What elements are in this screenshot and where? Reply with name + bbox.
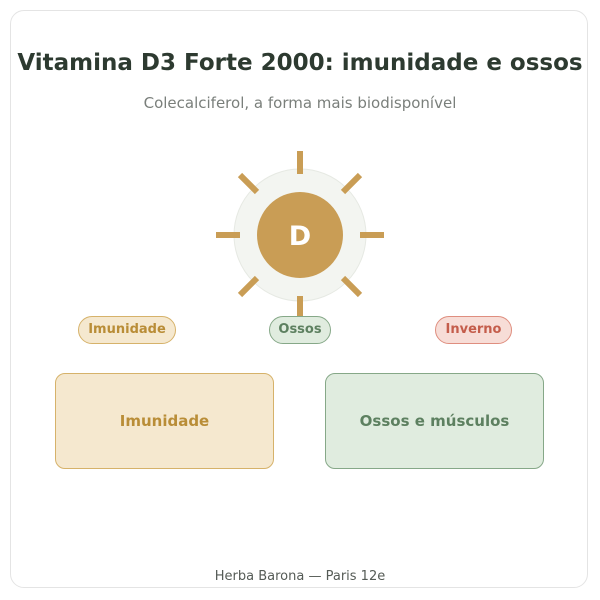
benefit-panel-label: Imunidade [119,412,210,430]
benefit-panel-imunidade: Imunidade [55,373,274,469]
sun-ray [237,275,260,298]
tag-ossos: Ossos [269,316,331,344]
sun-core [257,192,343,278]
benefit-panel-label: Ossos e músculos [359,412,510,430]
sun-rays [216,151,384,319]
sun-ray [340,172,363,195]
benefit-panel-ossos-musculos: Ossos e músculos [325,373,544,469]
sun-letter: D [289,221,311,252]
footer-store: Herba Barona — Paris 12e [214,569,386,584]
sun-ray [237,172,260,195]
page-subtitle: Colecalciferol, a forma mais biodisponív… [143,94,457,112]
tag-inverno: Inverno [435,316,512,344]
page-title: Vitamina D3 Forte 2000: imunidade e osso… [17,50,583,76]
tag-imunidade: Imunidade [78,316,176,344]
sun-ray [340,275,363,298]
